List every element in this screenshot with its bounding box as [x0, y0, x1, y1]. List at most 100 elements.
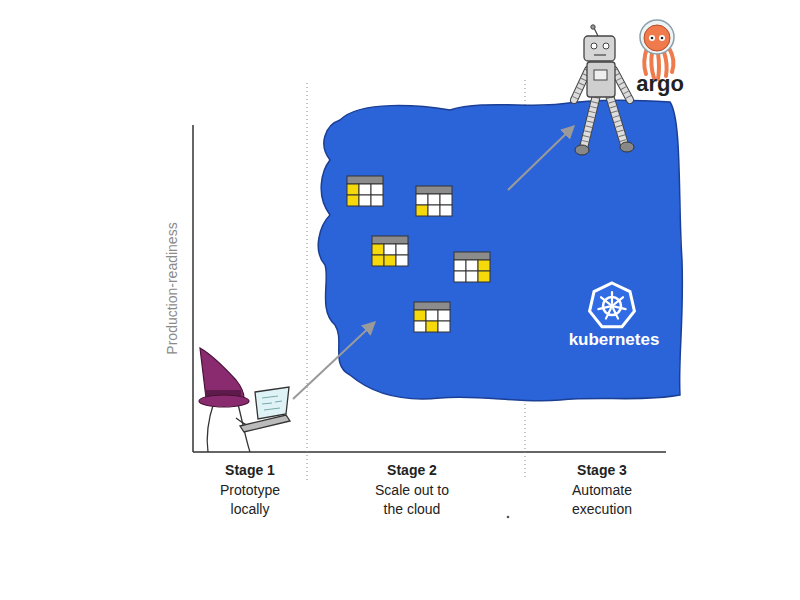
robot-leg	[584, 97, 624, 146]
argo-logo	[640, 20, 674, 79]
helm-spoke	[611, 292, 613, 303]
robot-arm-segments	[574, 70, 630, 100]
table-cell	[359, 184, 371, 195]
laptop-base	[240, 415, 290, 432]
robot-eye	[591, 43, 597, 49]
table-cell	[478, 260, 490, 271]
table-cell	[414, 321, 426, 332]
table-icons	[347, 176, 490, 332]
logo-heptagon	[590, 283, 635, 327]
helm-spoke	[598, 307, 609, 309]
table-cell	[426, 310, 438, 321]
table-cell	[384, 244, 396, 255]
screen-scribble	[262, 396, 282, 410]
helm-spoke	[606, 309, 611, 319]
table-cell	[384, 255, 396, 266]
table-cell	[466, 260, 478, 271]
robot-arm-outline	[574, 70, 630, 100]
octopus-eye	[659, 35, 665, 41]
table-cell	[371, 184, 383, 195]
octopus-pupil	[661, 37, 664, 40]
witch-hat	[200, 348, 244, 398]
robot-foot	[575, 145, 589, 155]
table-cell	[426, 321, 438, 332]
table-cell	[454, 260, 466, 271]
table-icon	[414, 302, 450, 332]
table-cell	[371, 195, 383, 206]
table-header	[454, 252, 490, 260]
robot-eye	[603, 43, 609, 49]
table-icon	[454, 252, 490, 282]
helm-spoke	[614, 297, 623, 304]
helm-spoke	[615, 307, 626, 309]
table-cell	[396, 255, 408, 266]
table-cell	[428, 194, 440, 205]
cloud-outline	[312, 95, 684, 407]
robot-body	[587, 62, 615, 97]
kubernetes-logo	[590, 283, 635, 327]
stage-description: Scale out to the cloud	[370, 481, 454, 519]
robot-leg-segments	[584, 97, 624, 146]
octopus-pupil	[651, 37, 654, 40]
helm-spoke	[613, 309, 618, 319]
octopus-eye	[649, 35, 655, 41]
table-header	[416, 186, 452, 194]
helm-wheel	[603, 297, 621, 315]
table-cell	[396, 244, 408, 255]
helm-spoke	[601, 297, 610, 304]
stage-heading: Stage 3	[557, 461, 647, 480]
table-icon	[347, 176, 383, 206]
octopus-head	[644, 25, 670, 51]
table-cell	[414, 310, 426, 321]
y-axis	[192, 125, 194, 452]
x-axis	[193, 451, 666, 453]
robot-mouth	[594, 54, 606, 55]
robot-head	[584, 36, 615, 61]
robot-arm	[574, 70, 630, 100]
logo-wordmark: argo	[625, 74, 695, 93]
robot-leg-outline	[584, 97, 624, 146]
stage-description: Prototype locally	[205, 481, 295, 519]
hat-brim	[199, 395, 249, 407]
table-cell	[347, 195, 359, 206]
platform-name: kubernetes	[564, 330, 664, 350]
table-cell	[440, 194, 452, 205]
table-cell	[438, 310, 450, 321]
table-cell	[478, 271, 490, 282]
robot-panel	[594, 70, 607, 80]
table-cell	[416, 205, 428, 216]
table-cell	[347, 184, 359, 195]
helm-spokes	[598, 292, 625, 319]
table-icon	[416, 186, 452, 216]
table-header	[414, 302, 450, 310]
cloud-shape	[318, 100, 682, 401]
stage-heading: Stage 1	[210, 461, 290, 480]
progress-arrow	[508, 127, 573, 190]
table-cell	[454, 271, 466, 282]
table-cell	[440, 205, 452, 216]
antenna-tip	[591, 25, 595, 29]
stage-description: Automate execution	[557, 481, 647, 519]
table-cell	[428, 205, 440, 216]
cloud-region: kubernetes	[312, 95, 684, 407]
stage-heading: Stage 2	[367, 461, 457, 480]
robot-foot	[620, 142, 634, 152]
table-header	[347, 176, 383, 184]
table-cell	[438, 321, 450, 332]
robot-antenna	[594, 28, 598, 36]
progress-arrow	[293, 323, 374, 399]
table-cell	[466, 271, 478, 282]
table-cell	[372, 244, 384, 255]
helm-hub	[610, 304, 615, 309]
table-header	[372, 236, 408, 244]
axis-title: Production-readiness	[163, 189, 182, 389]
robot-figure	[574, 25, 634, 155]
stage-divider	[307, 83, 308, 482]
table-cell	[372, 255, 384, 266]
stray-dot	[507, 516, 510, 519]
laptop-screen	[255, 387, 289, 419]
table-icon	[372, 236, 408, 266]
astronaut-helmet	[640, 20, 674, 54]
